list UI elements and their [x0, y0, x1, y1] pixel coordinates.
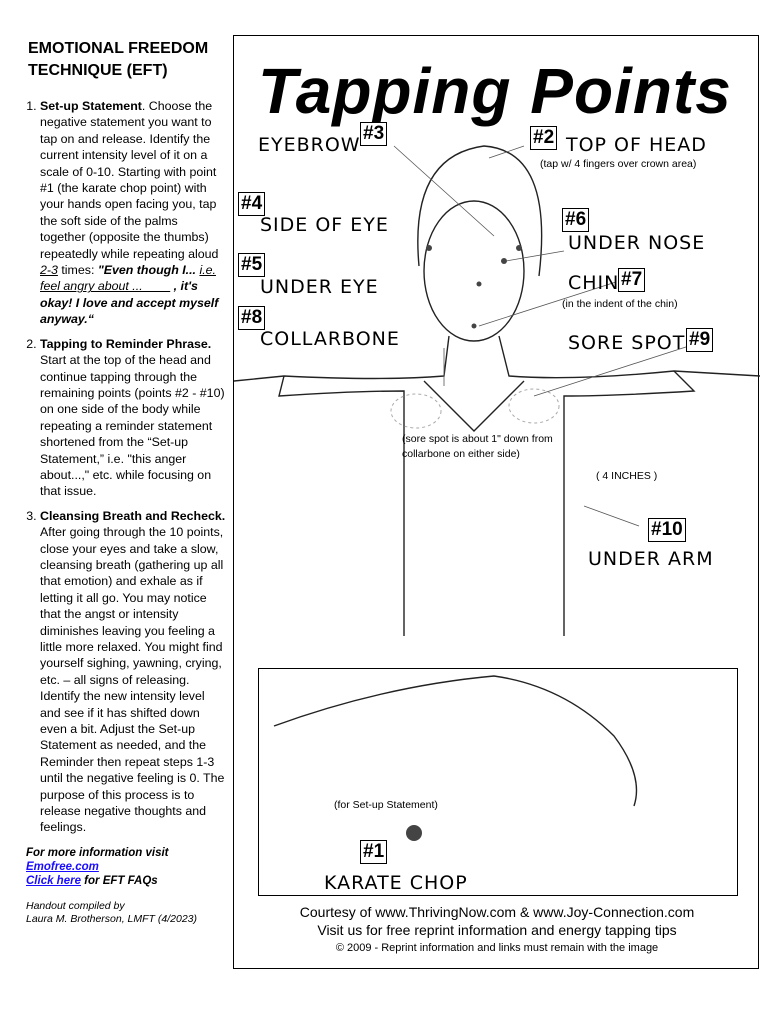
label-under-arm: UNDER ARM [588, 548, 714, 570]
step-text: . Choose the negative statement you want… [40, 99, 219, 261]
label-chin: CHIN [568, 272, 620, 294]
point-1: #1 [360, 840, 388, 864]
quote-example: i.e. feel angry about ...____ [40, 263, 216, 294]
note-top-of-head: (tap w/ 4 fingers over crown area) [540, 158, 697, 170]
label-sore-spot: SORE SPOT [568, 332, 686, 354]
step-title: Tapping to Reminder Phrase. [40, 336, 212, 351]
point-5: #5 [238, 253, 266, 277]
point-4: #4 [238, 192, 266, 216]
note-karate-chop: (for Set-up Statement) [334, 799, 438, 811]
faq-suffix: for EFT FAQs [80, 874, 158, 887]
note-under-arm: ( 4 INCHES ) [596, 470, 658, 482]
tapping-points-poster: Tapping Points EYEBROW #3 #2 TOP OF HEAD… [233, 35, 760, 969]
poster-title: Tapping Points [258, 55, 732, 127]
faq-link[interactable]: Click here [26, 874, 81, 887]
compiled-by: Handout compiled by [26, 899, 125, 912]
label-top-of-head: TOP OF HEAD [566, 134, 707, 156]
point-2: #2 [530, 126, 558, 150]
step-setup: Set-up Statement. Choose the negative st… [40, 98, 226, 328]
quote-end: , it's okay! I love and accept myself an… [40, 279, 219, 327]
instructions-column: EMOTIONAL FREEDOM TECHNIQUE (EFT) Set-up… [26, 38, 226, 926]
more-info: For more information visit Emofree.com C… [26, 846, 226, 888]
figure-illustration [234, 145, 760, 841]
label-side-of-eye: SIDE OF EYE [260, 214, 389, 236]
label-under-eye: UNDER EYE [260, 276, 379, 298]
step-title: Cleansing Breath and Recheck. [40, 508, 226, 523]
emofree-link[interactable]: Emofree.com [26, 860, 99, 873]
step-text: After going through the 10 points, close… [40, 525, 225, 835]
note-sore-spot: (sore spot is about 1" down from collarb… [402, 433, 553, 460]
hand-panel [258, 668, 738, 896]
times: 2-3 [40, 263, 58, 278]
footer-copyright: © 2009 - Reprint information and links m… [335, 942, 659, 954]
point-3: #3 [360, 122, 388, 146]
point-7: #7 [618, 268, 646, 292]
label-under-nose: UNDER NOSE [568, 232, 706, 254]
label-collarbone: COLLARBONE [260, 328, 400, 350]
more-info-text: For more information visit [26, 846, 169, 859]
footer-courtesy: Courtesy of www.ThrivingNow.com & www.Jo… [299, 904, 695, 920]
footer-visit: Visit us for free reprint information an… [317, 922, 677, 938]
step-title: Set-up Statement [40, 99, 142, 113]
note-chin: (in the indent of the chin) [562, 298, 678, 310]
quote-start: "Even though I... [97, 263, 200, 278]
point-8: #8 [238, 306, 266, 330]
times-suffix: times: [57, 263, 95, 278]
step-breath: Cleansing Breath and Recheck. After goin… [40, 508, 226, 836]
point-9: #9 [686, 328, 714, 352]
steps-list: Set-up Statement. Choose the negative st… [26, 98, 226, 836]
author: Laura M. Brotherson, LMFT (4/2023) [26, 912, 197, 925]
label-karate-chop: KARATE CHOP [324, 872, 468, 894]
label-eyebrow: EYEBROW [258, 134, 361, 156]
step-reminder: Tapping to Reminder Phrase. Start at the… [40, 336, 226, 500]
point-10: #10 [648, 518, 686, 542]
point-6: #6 [562, 208, 590, 232]
heading: EMOTIONAL FREEDOM TECHNIQUE (EFT) [28, 40, 209, 79]
credit: Handout compiled by Laura M. Brotherson,… [26, 900, 226, 926]
step-text: Start at the top of the head and continu… [40, 353, 225, 499]
